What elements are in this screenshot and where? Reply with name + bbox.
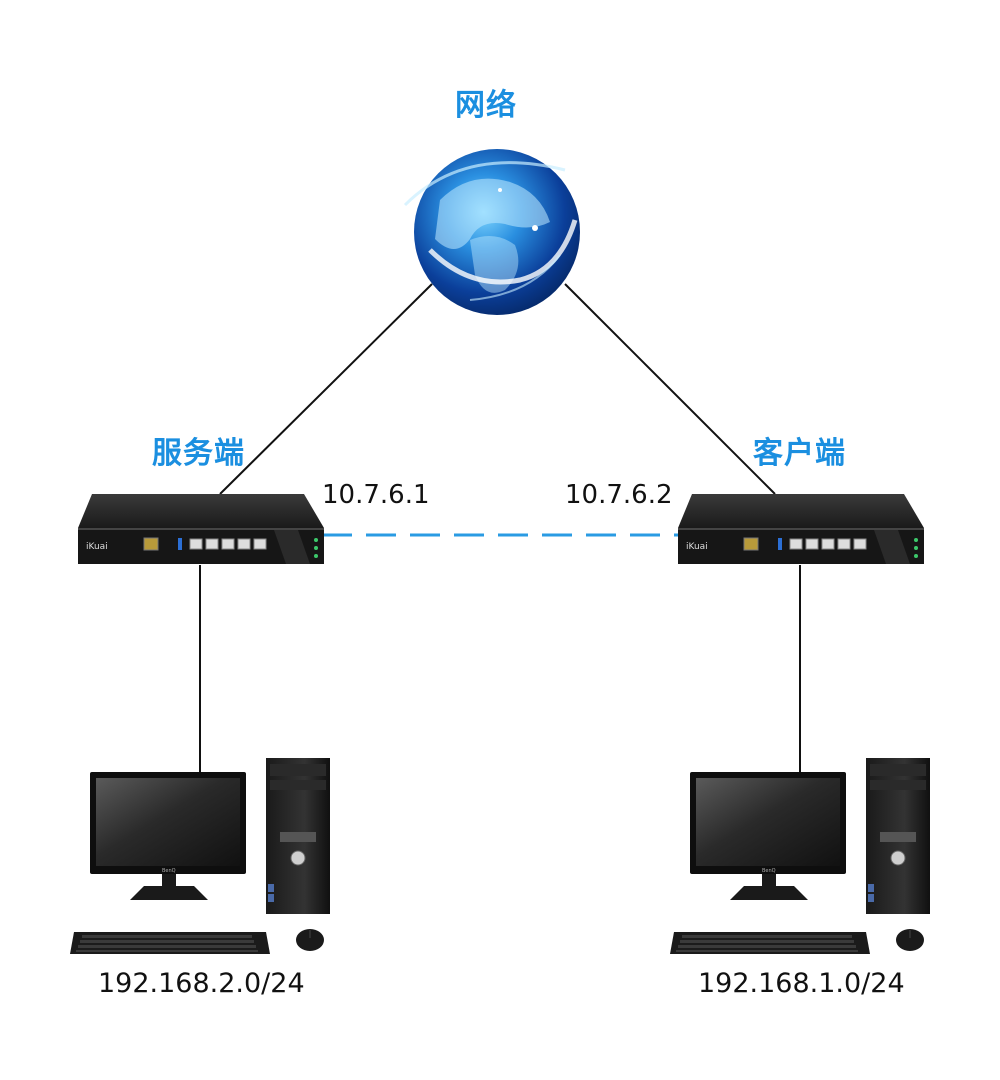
- client-lan-subnet: 192.168.1.0/24: [698, 968, 905, 999]
- network-label: 网络: [455, 88, 517, 123]
- link-globe-to-server: [219, 283, 433, 495]
- globe-icon: [403, 149, 580, 315]
- server-lan-subnet: 192.168.2.0/24: [98, 968, 305, 999]
- client-label: 客户端: [753, 436, 846, 471]
- server-tunnel-ip: 10.7.6.1: [322, 480, 430, 510]
- router-icon: [677, 493, 925, 565]
- server-label: 服务端: [152, 436, 245, 471]
- client-tunnel-ip: 10.7.6.2: [565, 480, 673, 510]
- desktop-pc-icon: [69, 757, 331, 955]
- link-globe-to-client: [564, 283, 776, 495]
- desktop-pc-icon: [669, 757, 931, 955]
- router-icon: [77, 493, 325, 565]
